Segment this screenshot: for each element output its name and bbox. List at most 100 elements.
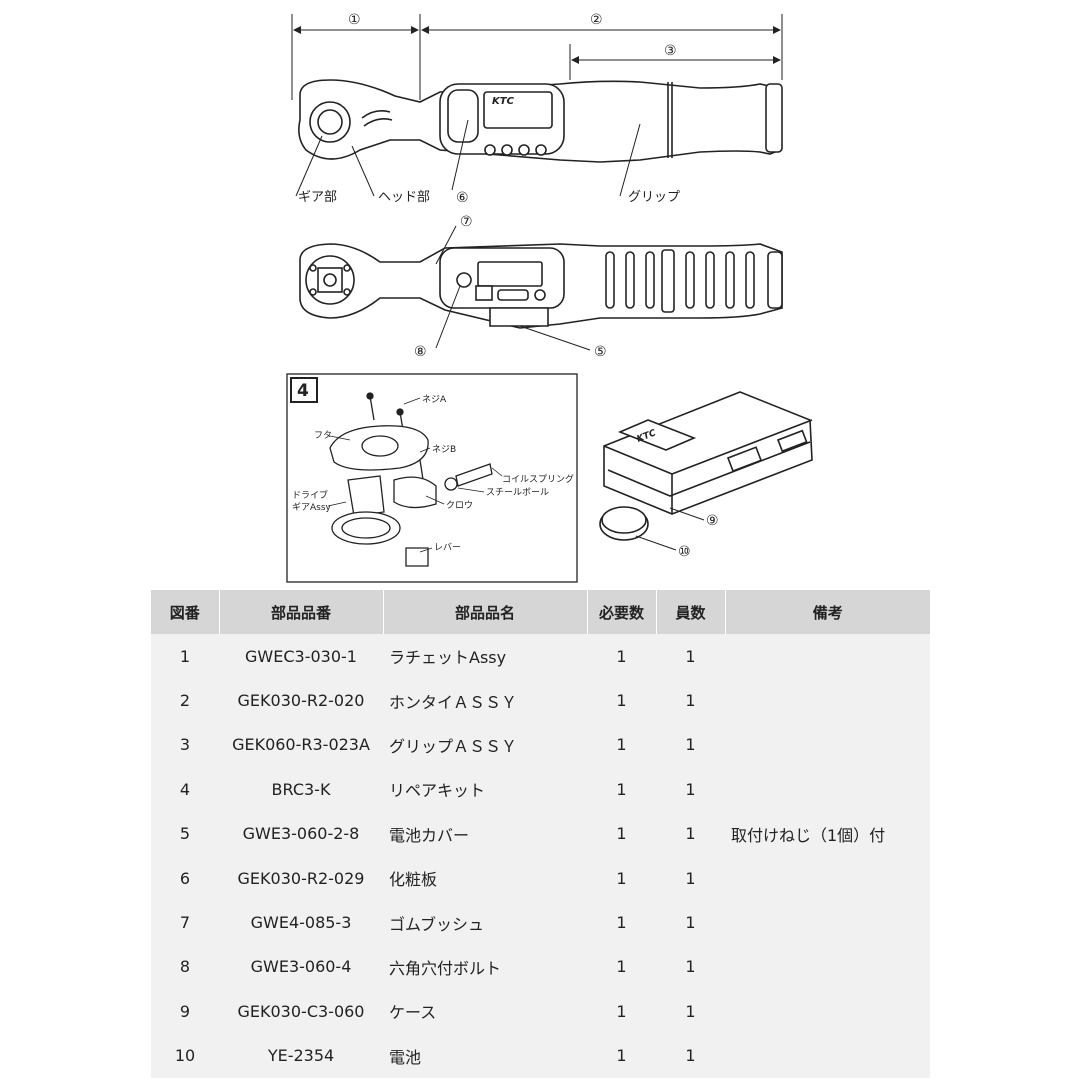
wrench-front-view — [298, 79, 783, 163]
kit-label-drive-gear-1: ドライブ — [292, 489, 328, 501]
dimension-lines — [291, 14, 783, 100]
cell-count: 1 — [656, 944, 725, 990]
cell-figure-no: 7 — [151, 900, 219, 945]
callout-9: ⑨ — [706, 513, 719, 529]
cell-count: 1 — [656, 855, 725, 901]
cell-remarks: 取付けねじ（1個）付 — [725, 811, 930, 856]
cell-required-qty: 1 — [587, 767, 656, 812]
cell-part-number: GEK030-C3-060 — [219, 989, 383, 1034]
wrench-back-view — [299, 243, 783, 329]
callout-8: ⑧ — [414, 344, 427, 360]
repair-kit-number: 4 — [297, 381, 309, 401]
cell-required-qty: 1 — [587, 722, 656, 768]
cell-required-qty: 1 — [587, 634, 656, 679]
header-part-number: 部品品番 — [219, 590, 384, 634]
cell-count: 1 — [656, 900, 725, 945]
cell-remarks — [725, 855, 930, 901]
battery — [599, 506, 649, 541]
dimension-label-1: ① — [348, 12, 361, 28]
callout-gear: ギア部 — [298, 190, 337, 205]
cell-part-name: ケース — [383, 989, 587, 1034]
cell-figure-no: 8 — [151, 944, 219, 990]
repair-kit-leaders — [327, 397, 503, 553]
cell-figure-no: 10 — [151, 1033, 219, 1078]
header-figure-no: 図番 — [151, 590, 220, 634]
kit-label-screw-a: ネジA — [422, 394, 447, 405]
cell-part-number: GEK030-R2-029 — [219, 855, 383, 901]
back-callout-lines — [435, 225, 591, 351]
callout-grip: グリップ — [628, 190, 680, 205]
cell-remarks — [725, 1033, 930, 1078]
kit-label-lever: レバー — [434, 542, 461, 553]
table-header-row: 図番 部品品番 部品品名 必要数 員数 備考 — [151, 590, 930, 634]
kit-label-steel-ball: スチールボール — [486, 487, 549, 498]
callout-5: ⑤ — [594, 344, 607, 360]
cell-part-number: GWE4-085-3 — [219, 900, 383, 945]
cell-required-qty: 1 — [587, 900, 656, 945]
cell-part-number: GEK060-R3-023A — [219, 722, 383, 768]
cell-required-qty: 1 — [587, 811, 656, 856]
case-callout-lines — [635, 507, 705, 551]
repair-kit-box — [286, 373, 578, 583]
cell-part-name: 化粧板 — [383, 855, 587, 901]
cell-part-name: リペアキット — [383, 767, 587, 812]
cell-figure-no: 2 — [151, 678, 219, 723]
cell-count: 1 — [656, 989, 725, 1034]
cell-part-name: 電池カバー — [383, 811, 587, 856]
callout-head: ヘッド部 — [378, 190, 430, 205]
cell-figure-no: 3 — [151, 722, 219, 768]
cell-required-qty: 1 — [587, 855, 656, 901]
cell-count: 1 — [656, 1033, 725, 1078]
cell-remarks — [725, 944, 930, 990]
cell-remarks — [725, 989, 930, 1034]
cell-remarks — [725, 900, 930, 945]
brand-logo: KTC — [492, 96, 515, 107]
kit-label-drive-gear-2: ギアAssy — [292, 502, 332, 513]
cell-part-name: ホンタイＡＳＳＹ — [383, 678, 587, 723]
cell-count: 1 — [656, 678, 725, 723]
cell-required-qty: 1 — [587, 944, 656, 990]
carrying-case — [603, 391, 813, 515]
dimension-label-2: ② — [590, 12, 603, 28]
cell-required-qty: 1 — [587, 989, 656, 1034]
cell-figure-no: 1 — [151, 634, 219, 679]
front-callout-lines — [295, 119, 641, 197]
parts-diagram: ① ② ③ KTC ギア部 ヘッド部 ⑥ グリップ — [286, 12, 813, 583]
cell-figure-no: 4 — [151, 767, 219, 812]
cell-count: 1 — [656, 767, 725, 812]
header-count: 員数 — [656, 590, 726, 634]
cell-count: 1 — [656, 634, 725, 679]
cell-part-number: GEK030-R2-020 — [219, 678, 383, 723]
callout-7: ⑦ — [460, 214, 473, 230]
kit-label-screw-b: ネジB — [432, 444, 456, 455]
cell-part-name: 電池 — [383, 1033, 587, 1078]
cell-part-number: GWE3-060-4 — [219, 944, 383, 990]
kit-label-pawl: クロウ — [446, 500, 473, 511]
cell-remarks — [725, 767, 930, 812]
cell-part-name: 六角穴付ボルト — [383, 944, 587, 990]
cell-remarks — [725, 678, 930, 723]
cell-required-qty: 1 — [587, 678, 656, 723]
dimension-label-3: ③ — [664, 43, 677, 59]
cell-remarks — [725, 722, 930, 768]
header-required-qty: 必要数 — [587, 590, 657, 634]
cell-figure-no: 9 — [151, 989, 219, 1034]
cell-remarks — [725, 634, 930, 679]
callout-6: ⑥ — [456, 190, 469, 206]
cell-part-name: ゴムブッシュ — [383, 900, 587, 945]
cell-part-number: BRC3-K — [219, 767, 383, 812]
cell-part-number: YE-2354 — [219, 1033, 383, 1078]
cell-part-number: GWE3-060-2-8 — [219, 811, 383, 856]
callout-10: ⑩ — [678, 544, 691, 560]
cell-part-name: グリップＡＳＳＹ — [383, 722, 587, 768]
cell-required-qty: 1 — [587, 1033, 656, 1078]
